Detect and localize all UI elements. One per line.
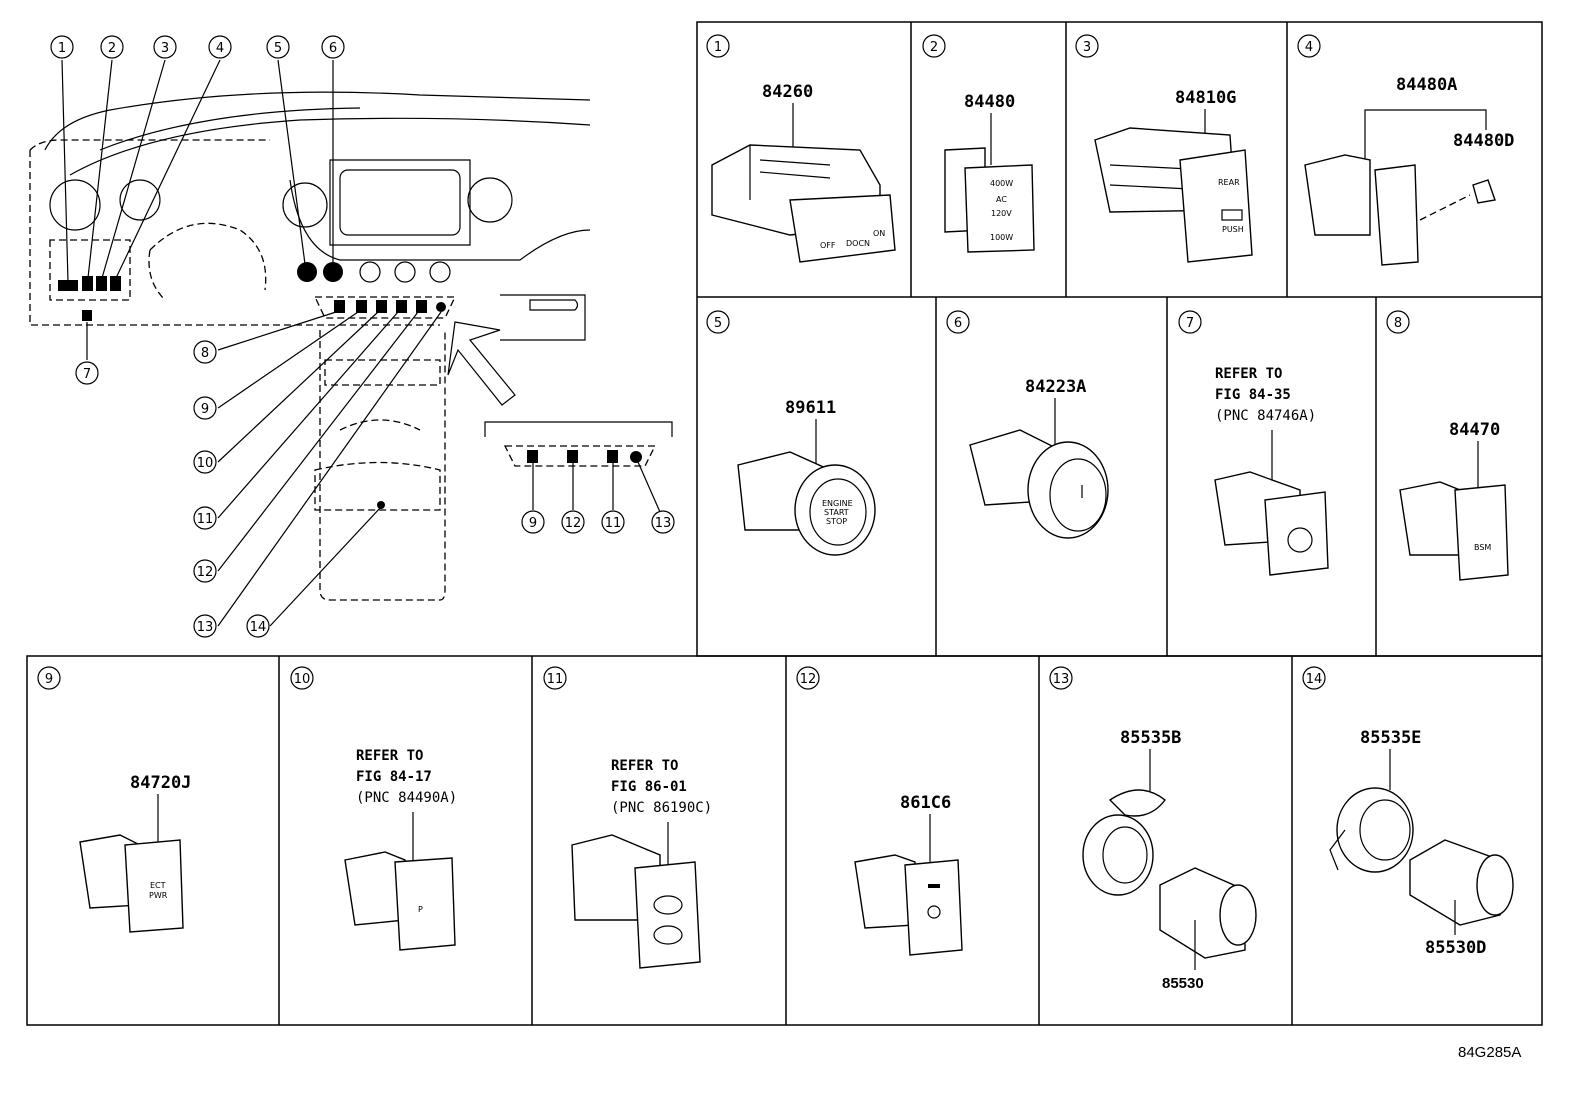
panel-6-callout: 6 [954,316,962,331]
callout-12: 12 [197,565,214,580]
part-89611: 89611 [785,398,836,418]
part-84260: 84260 [762,82,813,102]
callout-9: 9 [201,402,209,417]
panel-9-callout: 9 [45,672,53,687]
panel-9-label-pwr: PWR [149,891,168,900]
part-85530d: 85530D [1425,938,1486,958]
panel-11-fig: FIG 86-01 [611,779,687,795]
inset-callout-11: 11 [605,516,622,531]
panel-6: 6 84223A [946,310,1109,539]
panel-7-pnc: (PNC 84746A) [1215,408,1316,424]
panel-1-label-docn: DOCN [846,239,870,248]
inset-callout-9: 9 [529,516,537,531]
callout-6: 6 [329,41,337,56]
panel-11-refer-to: REFER TO [611,758,678,774]
panel-1-callout: 1 [714,40,722,55]
panel-8-callout: 8 [1394,316,1402,331]
callout-7: 7 [83,367,91,382]
diagram-code: 84G285A [1458,1044,1521,1061]
svg-text:P: P [418,905,423,914]
callout-1: 1 [58,41,66,56]
panel-5-label-stop: STOP [826,517,847,526]
panel-8-label-bsm: BSM [1474,543,1491,552]
part-84223a: 84223A [1025,377,1086,397]
panel-1-label-off: OFF [820,241,836,250]
part-85535e: 85535E [1360,728,1421,748]
panel-5-callout: 5 [714,316,722,331]
part-84480: 84480 [964,92,1015,112]
panel-13-callout: 13 [1053,672,1070,687]
panel-10-refer-to: REFER TO [356,748,423,764]
overview-callouts: 1 2 3 4 5 6 7 8 9 10 11 12 13 14 9 12 11… [50,35,675,638]
panel-5: 5 89611 ENGINE START STOP [706,310,876,556]
inset-callout-13: 13 [655,516,672,531]
panel-10-pnc: (PNC 84490A) [356,790,457,806]
callout-4: 4 [216,41,224,56]
panel-11: 11 REFER TO FIG 86-01 (PNC 86190C) [543,666,712,969]
panel-10: 10 REFER TO FIG 84-17 (PNC 84490A) P [290,666,457,951]
panel-2-label-100w: 100W [990,233,1013,242]
panel-10-fig: FIG 84-17 [356,769,432,785]
callout-13: 13 [197,620,214,635]
part-84720j: 84720J [130,773,191,793]
panel-2: 2 84480 400W AC 120V 100W [922,34,1035,253]
panel-11-pnc: (PNC 86190C) [611,800,712,816]
panel-grid [26,21,1543,1026]
panel-3-label-push: PUSH [1222,225,1244,234]
panel-7: 7 REFER TO FIG 84-35 (PNC 84746A) [1178,310,1329,576]
part-84480a: 84480A [1396,75,1457,95]
panel-5-label-start: START [824,508,849,517]
panel-2-label-ac: AC [996,195,1007,204]
panel-9-label-ect: ECT [150,881,166,890]
part-84480d: 84480D [1453,131,1514,151]
panel-14: 14 85535E 85530D [1302,666,1514,958]
panel-9: 9 84720J ECT PWR [37,666,191,933]
callout-14: 14 [250,620,267,635]
part-84470: 84470 [1449,420,1500,440]
panel-14-callout: 14 [1306,672,1323,687]
panel-2-callout: 2 [930,40,938,55]
callout-11: 11 [197,512,214,527]
part-85535b: 85535B [1120,728,1181,748]
panel-7-refer-to: REFER TO [1215,366,1282,382]
panel-3-label-rear: REAR [1218,178,1240,187]
panel-1: 1 84260 OFF DOCN ON [706,34,896,263]
panel-8: 8 84470 BSM [1386,310,1509,581]
panel-5-label-engine: ENGINE [822,499,853,508]
callout-5: 5 [274,41,282,56]
panel-2-label-120v: 120V [991,209,1012,218]
panel-10-callout: 10 [294,672,311,687]
callout-8: 8 [201,346,209,361]
part-84810g: 84810G [1175,88,1236,108]
callout-3: 3 [161,41,169,56]
callout-2: 2 [108,41,116,56]
panel-3-callout: 3 [1083,40,1091,55]
part-861c6: 861C6 [900,793,951,813]
inset-callout-12: 12 [565,516,582,531]
panel-13: 13 85535B 85530 [1049,666,1257,992]
part-85530: 85530 [1162,975,1204,992]
panel-1-label-on: ON [873,229,885,238]
panel-12: 12 861C6 [796,666,963,956]
panel-4: 4 84480A 84480D [1297,34,1514,266]
panel-3: 3 84810G REAR PUSH [1075,34,1253,263]
dashboard-overview [29,59,673,627]
panel-11-callout: 11 [547,672,564,687]
panel-4-callout: 4 [1305,40,1313,55]
callout-10: 10 [197,456,214,471]
panel-7-fig: FIG 84-35 [1215,387,1291,403]
panel-12-callout: 12 [800,672,817,687]
panel-7-callout: 7 [1186,316,1194,331]
panel-2-label-400w: 400W [990,179,1013,188]
